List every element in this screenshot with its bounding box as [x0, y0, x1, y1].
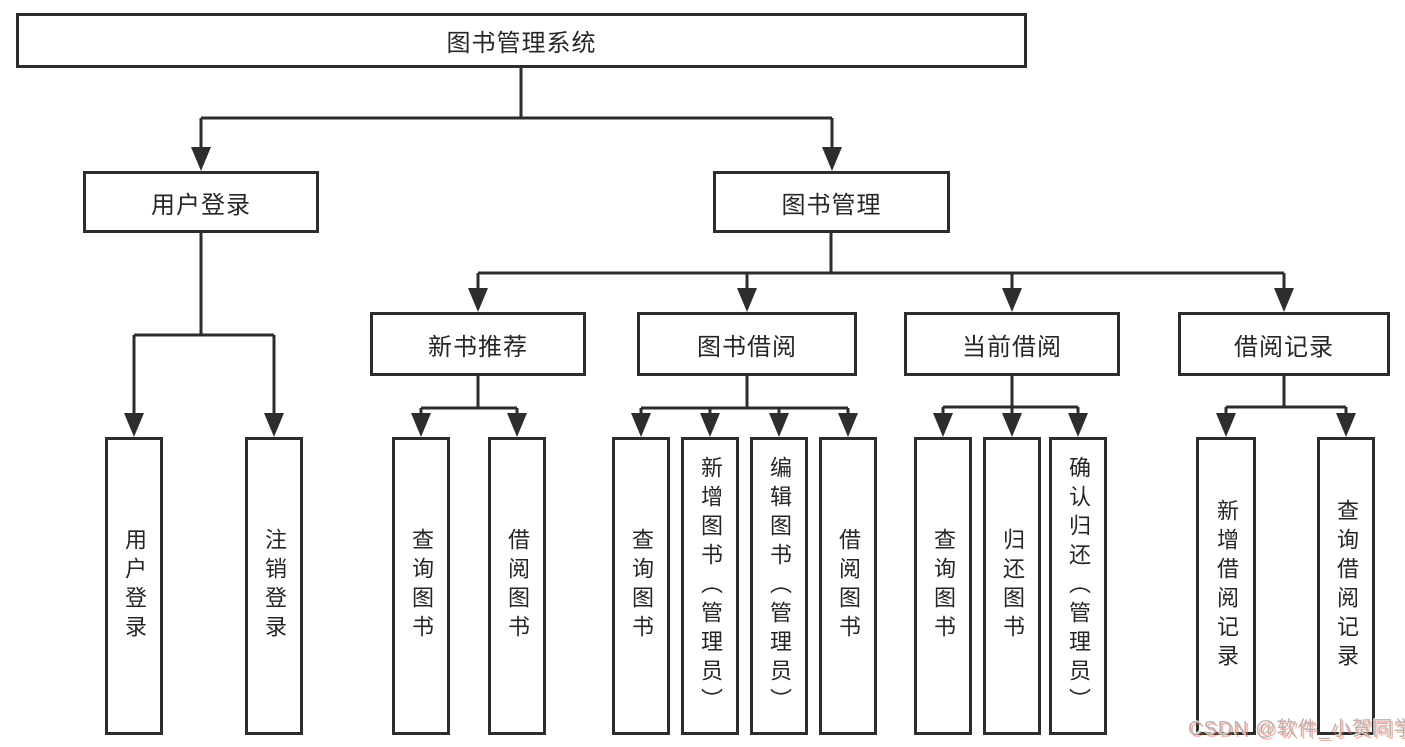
leaf-edit-book-admin: 编辑图书（管理员）: [750, 437, 808, 735]
leaf-return-book: 归还图书: [983, 437, 1041, 735]
leaf-borrow-books: 借阅图书: [819, 437, 877, 735]
leaf-query-borrow-record: 查询借阅记录: [1317, 437, 1375, 735]
node-current-borrow: 当前借阅: [904, 312, 1120, 376]
arrowhead: [191, 147, 211, 171]
arrowhead: [700, 413, 720, 437]
node-book-management: 图书管理: [713, 171, 950, 233]
leaf-label: 确认归还（管理员）: [1066, 455, 1091, 717]
leaf-label: 注销登录: [262, 528, 287, 644]
leaf-label: 查询图书: [409, 528, 434, 644]
leaf-label: 查询图书: [931, 528, 956, 644]
arrowhead: [1336, 413, 1356, 437]
leaf-label: 查询借阅记录: [1334, 499, 1359, 673]
leaf-label: 新增图书（管理员）: [698, 455, 723, 717]
arrowhead: [822, 147, 842, 171]
arrowhead: [264, 413, 284, 437]
tree-edges: [132, 68, 1348, 417]
arrowhead: [933, 413, 953, 437]
node-borrow-records: 借阅记录: [1178, 312, 1390, 376]
leaf-label: 新增借阅记录: [1214, 499, 1239, 673]
leaf-query-books-recommend: 查询图书: [392, 437, 450, 735]
leaf-confirm-return-admin: 确认归还（管理员）: [1049, 437, 1107, 735]
arrowhead: [1274, 288, 1294, 312]
arrowhead: [468, 288, 488, 312]
leaf-borrow-books-recommend: 借阅图书: [488, 437, 546, 735]
leaf-label: 查询图书: [629, 528, 654, 644]
arrowhead: [769, 413, 789, 437]
arrowhead: [124, 413, 144, 437]
node-new-book-recommend: 新书推荐: [370, 312, 586, 376]
node-book-borrow: 图书借阅: [637, 312, 857, 376]
leaf-query-books-borrow: 查询图书: [612, 437, 670, 735]
arrowhead: [838, 413, 858, 437]
arrowhead: [1002, 413, 1022, 437]
arrowhead: [737, 288, 757, 312]
leaf-add-borrow-record: 新增借阅记录: [1196, 437, 1256, 735]
arrowhead: [411, 413, 431, 437]
leaf-query-books-current: 查询图书: [914, 437, 972, 735]
leaf-user-login: 用户登录: [105, 437, 163, 735]
arrowhead: [1216, 413, 1236, 437]
node-library-system-root: 图书管理系统: [16, 13, 1027, 68]
arrowhead: [631, 413, 651, 437]
leaf-label: 借阅图书: [836, 528, 861, 644]
leaf-logout: 注销登录: [245, 437, 303, 735]
arrowhead: [507, 413, 527, 437]
arrowhead: [1002, 288, 1022, 312]
leaf-label: 编辑图书（管理员）: [767, 455, 792, 717]
leaf-label: 归还图书: [1000, 528, 1025, 644]
leaf-label: 用户登录: [122, 528, 147, 644]
leaf-label: 借阅图书: [505, 528, 530, 644]
arrowhead: [1068, 413, 1088, 437]
node-user-login: 用户登录: [83, 171, 319, 233]
leaf-add-book-admin: 新增图书（管理员）: [681, 437, 739, 735]
csdn-watermark: CSDN @软件_小贺同学: [1188, 718, 1405, 740]
arrowheads: [124, 147, 1356, 437]
